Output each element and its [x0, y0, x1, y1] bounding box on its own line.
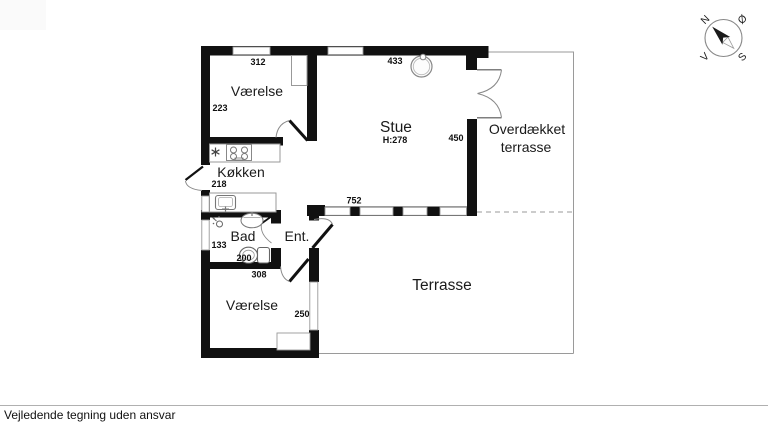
- door-arc: [477, 93, 502, 118]
- door-arc: [185, 180, 203, 191]
- wall-west-upper: [201, 46, 210, 165]
- dim-bedroom-top-depth: 223: [212, 103, 227, 113]
- shower-icon: [212, 216, 223, 228]
- windows: [201, 46, 467, 351]
- room-label-entrance: Ent.: [285, 228, 310, 244]
- fixtures: [209, 53, 433, 264]
- covered-terrace-outline: [488, 51, 574, 354]
- wall-bath-east-bottom: [271, 248, 281, 269]
- door-arc: [275, 120, 290, 138]
- doors: [184, 69, 502, 283]
- dim-bedroom-top-width: 312: [250, 57, 265, 67]
- wall-bedroom2-east-bottom: [309, 330, 319, 358]
- wall-east-stue: [467, 119, 477, 212]
- window: [327, 46, 364, 55]
- window: [276, 332, 311, 351]
- compass-needle-tail: [721, 36, 735, 50]
- wall-bedroom1-east: [307, 46, 317, 141]
- terrace-outlines: [319, 51, 574, 354]
- compass-label-west: V: [698, 50, 711, 63]
- compass-label-east: Ø: [735, 12, 749, 26]
- door-leaf: [311, 223, 334, 249]
- extractor-star-icon: [211, 147, 220, 157]
- door-arc: [477, 69, 502, 94]
- room-label-bathroom: Bad: [231, 228, 256, 244]
- door-leaf: [288, 119, 309, 142]
- wall-entry-east: [309, 248, 319, 282]
- door-arc: [260, 223, 272, 244]
- room-label-kitchen: Køkken: [217, 164, 264, 180]
- wall-entry-east-top: [309, 211, 319, 221]
- wall-west-lower: [201, 250, 210, 358]
- wall-ne-step: [477, 46, 489, 58]
- wall-bedroom2-south: [201, 348, 319, 358]
- wall-kitchen-bath: [201, 210, 281, 218]
- compass-circle: [704, 18, 743, 58]
- toilet-icon: [238, 246, 271, 264]
- sink-icon: [209, 192, 277, 213]
- wall-south-stue-west-corner: [307, 205, 325, 216]
- room-label-living-room: Stue: [380, 119, 412, 136]
- wall-west-block1: [201, 190, 210, 196]
- room-label-terrace: Terrasse: [412, 277, 471, 294]
- compass-rotated-group: N Ø S V: [698, 12, 749, 63]
- cooktop-icon: [209, 143, 281, 163]
- dim-living-room-height: H:278: [383, 135, 408, 145]
- window: [359, 206, 394, 216]
- door-leaf: [260, 212, 277, 225]
- dim-kitchen: 218: [211, 179, 226, 189]
- dim-bedroom-bottom-right: 250: [294, 309, 309, 319]
- door-arc: [280, 266, 290, 282]
- door-leaf: [184, 165, 204, 181]
- room-label-bedroom-bottom: Værelse: [226, 297, 278, 313]
- door-leaf: [288, 258, 310, 283]
- labels: Værelse 312 223 Stue H:278 433 450 752 K…: [211, 56, 565, 319]
- window: [402, 206, 428, 216]
- window: [324, 206, 351, 216]
- room-label-covered-terrace-line2: terrasse: [501, 139, 552, 155]
- room-label-bedroom-top: Værelse: [231, 83, 283, 99]
- wall-bedroom1-south: [201, 137, 283, 146]
- wall-bath-south: [201, 262, 281, 269]
- wardrobe-icon: [291, 55, 308, 86]
- compass-needle: [712, 26, 731, 45]
- window: [201, 219, 210, 251]
- disclaimer-text: Vejledende tegning uden ansvar: [4, 408, 175, 422]
- wall-bath-east-top: [271, 210, 281, 224]
- window: [439, 206, 467, 216]
- compass-rose: N Ø S V: [698, 12, 749, 63]
- dim-bathroom-width: 200: [236, 253, 251, 263]
- window: [309, 281, 319, 331]
- stove-icon: [410, 53, 433, 78]
- wall-ne-corner: [466, 46, 477, 70]
- dim-living-room-bottom: 752: [346, 196, 361, 206]
- window: [201, 195, 210, 213]
- dim-living-room-top: 433: [387, 56, 402, 66]
- room-label-covered-terrace-line1: Overdækket: [489, 121, 565, 137]
- compass-label-south: S: [736, 50, 749, 63]
- window: [232, 46, 271, 55]
- footer: Vejledende tegning uden ansvar: [0, 405, 768, 422]
- dim-bedroom-bottom-top: 308: [251, 270, 266, 280]
- scan-artifact: [0, 0, 46, 30]
- dim-bathroom-left: 133: [211, 240, 226, 250]
- dim-living-room-right: 450: [448, 133, 463, 143]
- washbasin-icon: [240, 212, 264, 229]
- door-arc: [313, 218, 333, 225]
